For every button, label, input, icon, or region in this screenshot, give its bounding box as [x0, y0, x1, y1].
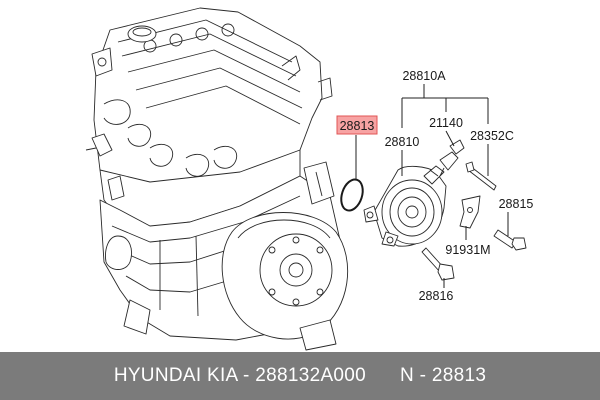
- footer-bar: HYUNDAI KIA - 288132A000 N - 28813: [0, 352, 600, 400]
- bracket-part: [459, 195, 481, 229]
- label-28816: 28816: [419, 289, 454, 303]
- leader-lines: [355, 84, 509, 288]
- label-28810a: 28810A: [402, 69, 446, 83]
- label-28813: 28813: [340, 119, 375, 133]
- parts-diagram: 28810A 28813 28810 21140 28352C 28815 91…: [85, 7, 534, 351]
- label-28815: 28815: [499, 197, 534, 211]
- footer-part-number: HYUNDAI KIA - 288132A000: [113, 365, 367, 386]
- highlight-box: [336, 115, 378, 135]
- label-21140: 21140: [429, 116, 463, 130]
- o-ring-part: [340, 178, 364, 212]
- label-28352c: 28352C: [470, 129, 514, 143]
- vacuum-pump-part: [363, 165, 447, 247]
- pin-part: [465, 161, 497, 191]
- bolt-short-part: [493, 229, 527, 251]
- label-91931m: 91931M: [445, 243, 490, 257]
- bolt-long-part: [421, 247, 455, 281]
- footer-reference: N - 28813: [400, 365, 487, 386]
- sensor-part: [439, 139, 465, 177]
- engine-illustration: [85, 7, 349, 351]
- label-28810: 28810: [385, 135, 420, 149]
